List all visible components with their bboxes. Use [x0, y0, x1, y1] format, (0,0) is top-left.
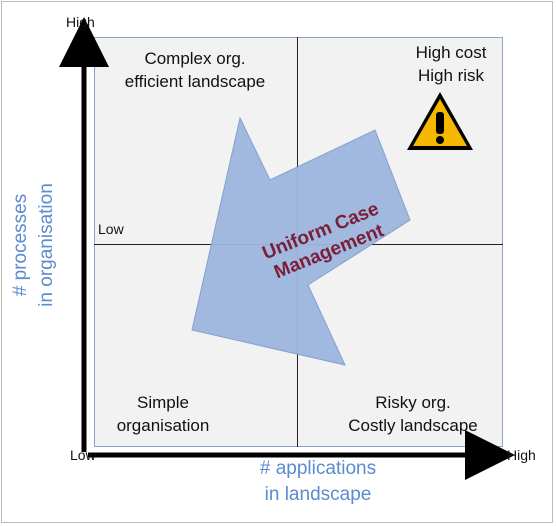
x-axis-high-label: High — [507, 447, 536, 463]
x-axis-title-line1: # applications — [259, 458, 377, 479]
quadrant-bottom-right-line2: Costly landscape — [348, 416, 478, 435]
y-axis-title: # processes in organisation — [8, 115, 60, 375]
quadrant-bottom-left-line1: Simple — [137, 393, 189, 412]
transformation-arrow — [191, 116, 411, 366]
x-axis-title-line2: in landscape — [264, 484, 372, 505]
quadrant-bottom-right-label: Risky org. Costly landscape — [333, 391, 493, 437]
quadrant-top-right-line2: High risk — [417, 66, 485, 85]
quadrant-bottom-left-label: Simple organisation — [104, 391, 222, 437]
quadrant-top-right-label: High cost High risk — [396, 41, 506, 87]
quadrant-top-right-line1: High cost — [415, 43, 487, 62]
y-axis-low-label: Low — [98, 221, 124, 237]
quadrant-top-left-line1: Complex org. — [144, 49, 246, 68]
quadrant-bottom-left-line2: organisation — [116, 416, 210, 435]
warning-icon — [407, 92, 473, 150]
y-axis-title-line1: # processes — [10, 193, 31, 297]
y-axis-title-line2: in organisation — [36, 183, 57, 307]
quadrant-bottom-right-line1: Risky org. — [375, 393, 451, 412]
x-axis-title: # applications in landscape — [218, 456, 418, 508]
quadrant-top-left-line2: efficient landscape — [124, 72, 266, 91]
quadrant-top-left-label: Complex org. efficient landscape — [106, 47, 284, 93]
x-axis-low-label: Low — [70, 447, 96, 463]
y-axis-high-label: High — [66, 14, 95, 30]
